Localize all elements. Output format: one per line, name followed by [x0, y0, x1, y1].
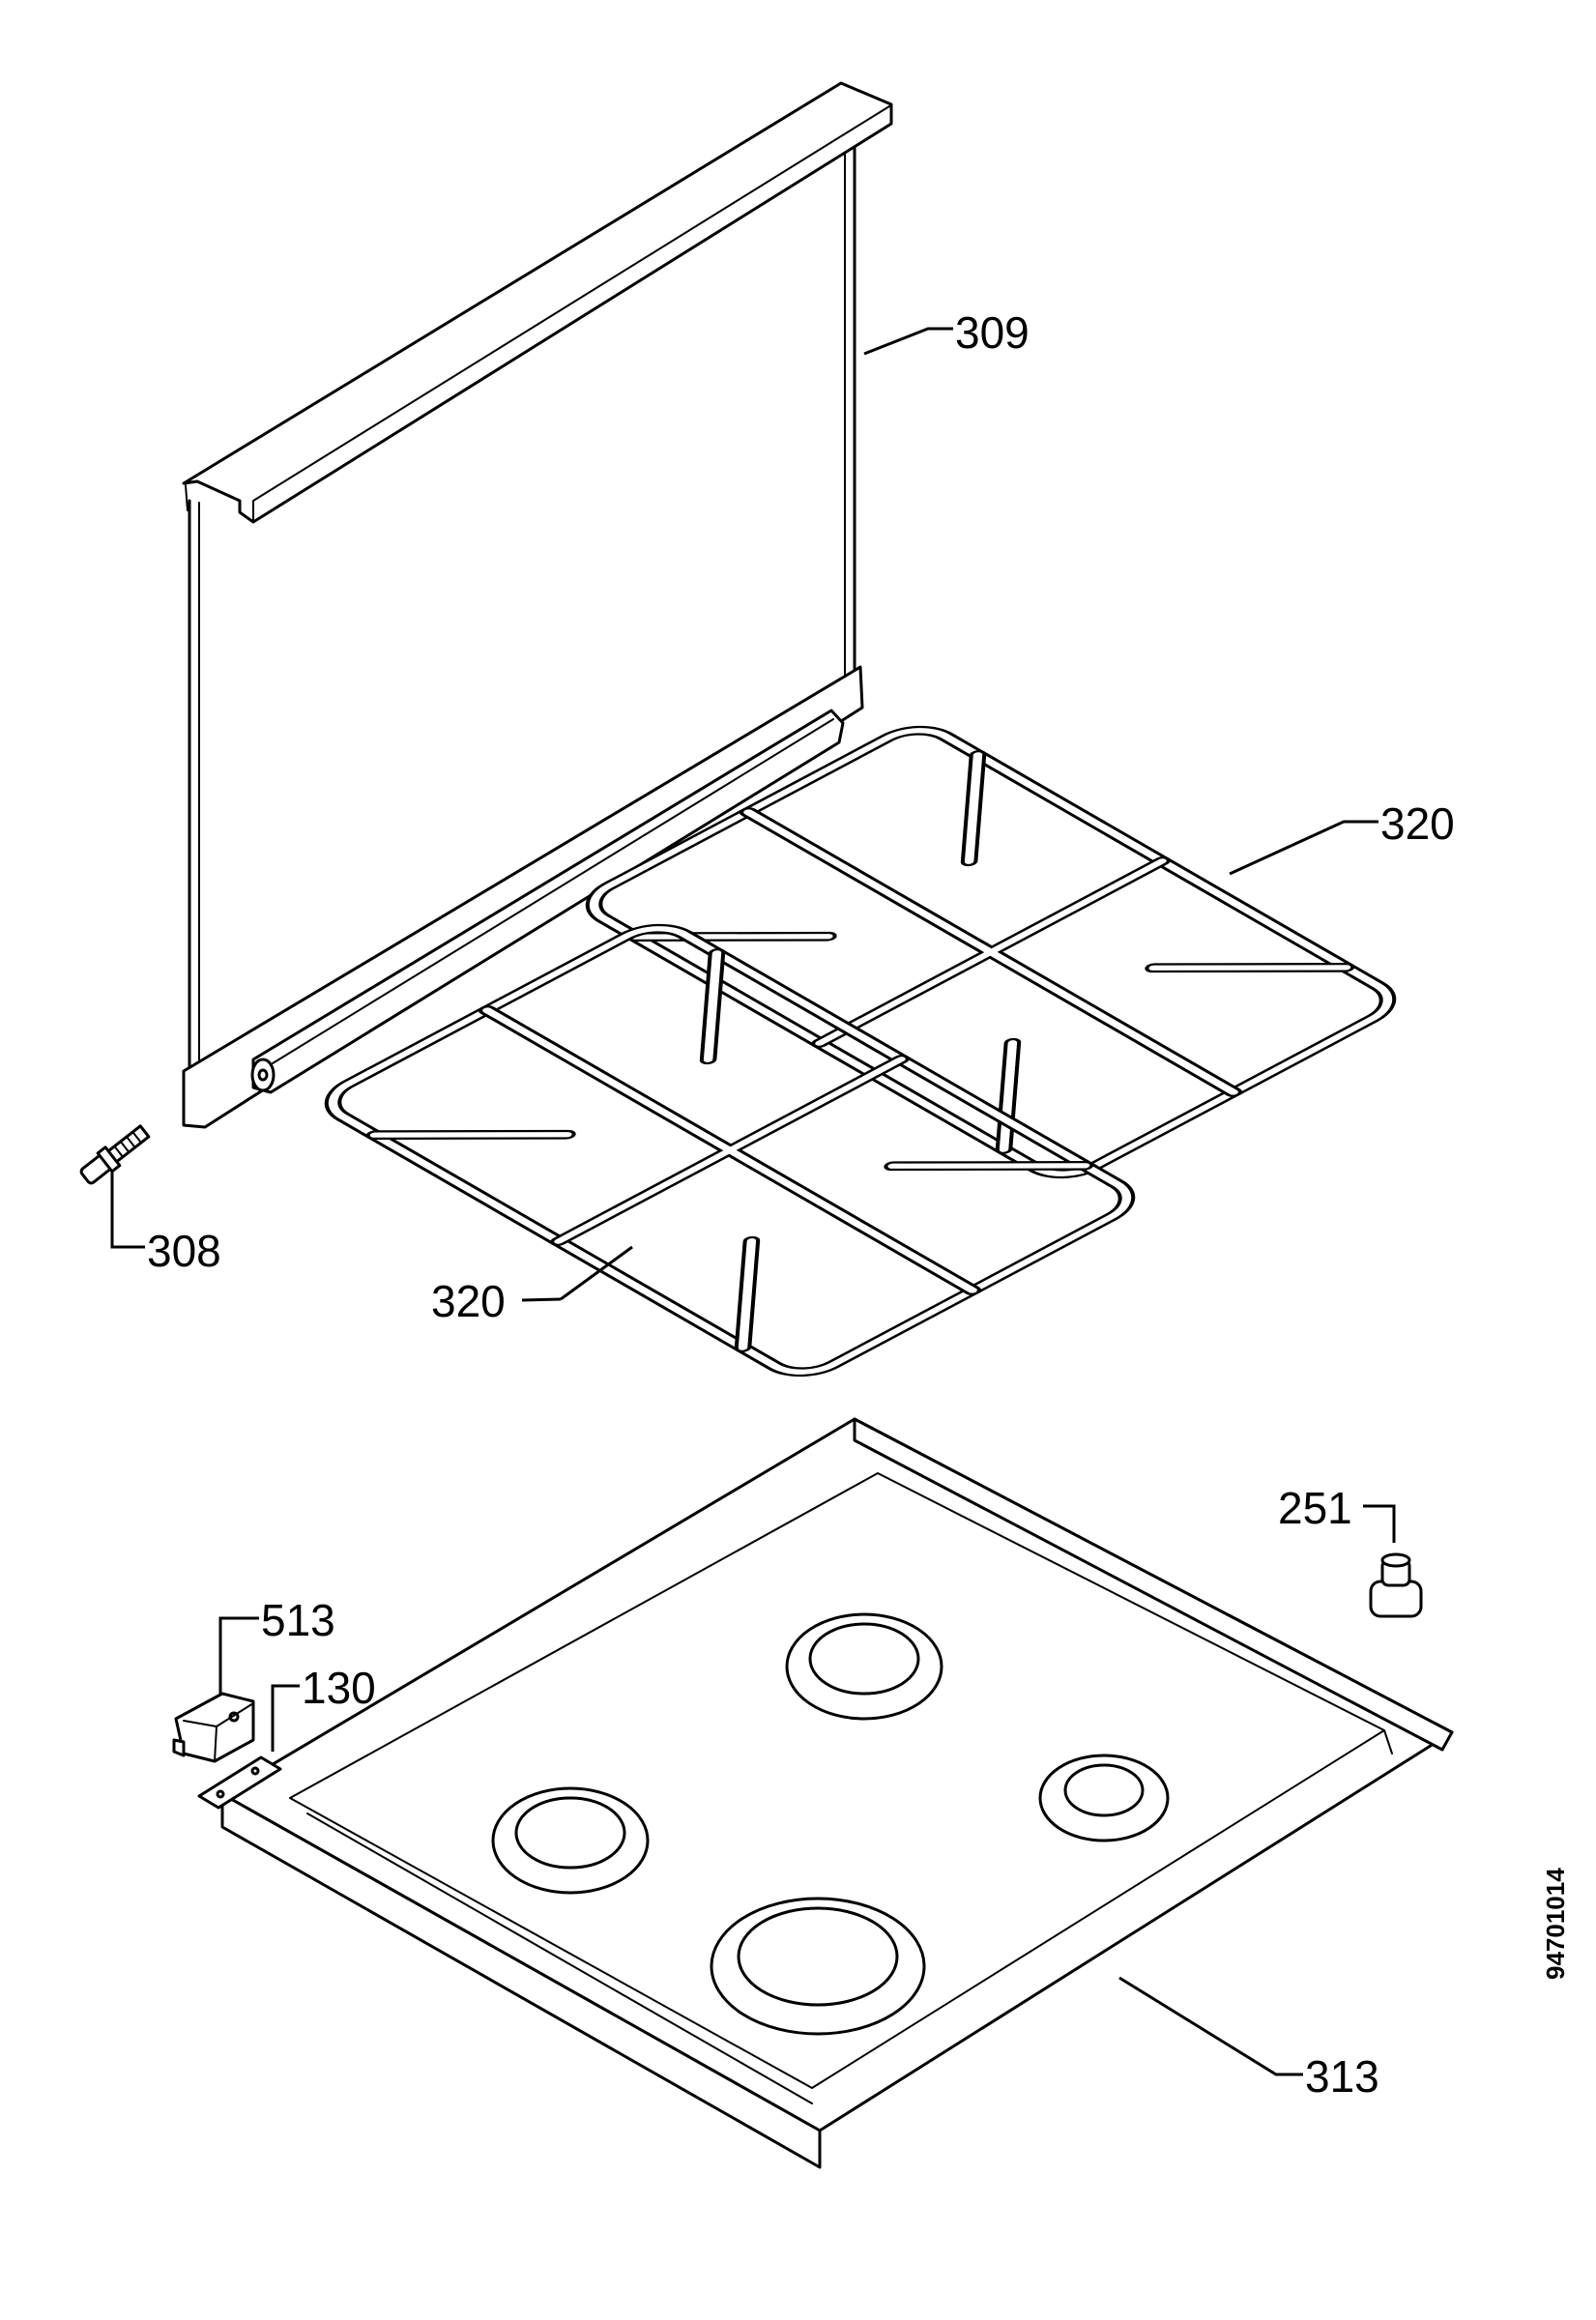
mounting-bracket — [197, 1755, 282, 1810]
callout-313: 313 — [1305, 2051, 1379, 2102]
callout-320-right: 320 — [1380, 798, 1455, 849]
lid-top-rail — [182, 81, 893, 524]
leader-lines — [110, 327, 1396, 2076]
latch-block — [172, 1692, 255, 1763]
burner-ring-left — [491, 1786, 650, 1895]
lid-assembly — [182, 81, 893, 1129]
callout-320-left: 320 — [431, 1276, 506, 1326]
callout-308: 308 — [147, 1226, 221, 1276]
hinge-pin — [79, 1124, 151, 1185]
callout-513: 513 — [261, 1595, 335, 1645]
document-number: 94701014 — [1541, 1868, 1570, 1980]
callout-309: 309 — [955, 307, 1030, 358]
pan-support-grate-right — [585, 725, 1397, 1179]
pan-support-grate-left — [324, 923, 1136, 1378]
callout-130: 130 — [302, 1663, 376, 1713]
burner-ring-front — [710, 1897, 926, 2036]
callout-251: 251 — [1278, 1483, 1352, 1533]
hob-top — [220, 1417, 1454, 2169]
control-knob — [1369, 1552, 1423, 1618]
burner-ring-top — [785, 1612, 943, 1721]
burner-ring-right — [1038, 1754, 1170, 1842]
lid-hinge-bar — [251, 709, 845, 1094]
